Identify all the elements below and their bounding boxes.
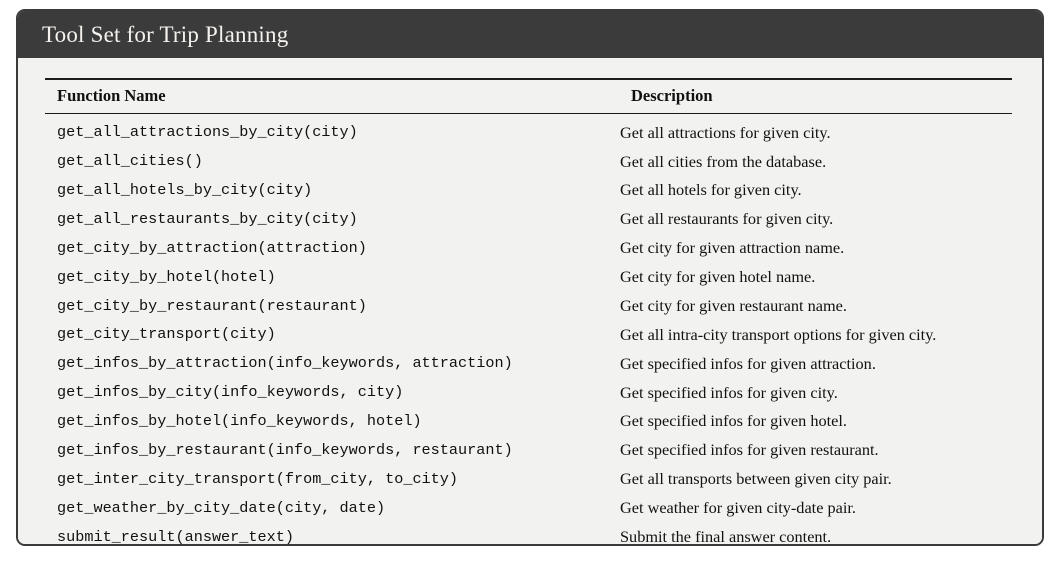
table-body: get_all_attractions_by_city(city) Get al… — [45, 114, 1012, 546]
table-header: Function Name Description — [45, 80, 1012, 113]
function-name-cell: get_city_by_restaurant(restaurant) — [57, 296, 367, 315]
table-top-rule — [45, 78, 1012, 80]
description-cell: Get specified infos for given city. — [620, 382, 838, 402]
description-cell: Get weather for given city-date pair. — [620, 498, 856, 518]
tool-table: Function Name Description — [45, 80, 1012, 113]
table-row: get_all_cities() Get all cities from the… — [45, 147, 1012, 176]
table-row: get_all_attractions_by_city(city) Get al… — [45, 118, 1012, 147]
function-name-cell: get_weather_by_city_date(city, date) — [57, 498, 386, 517]
table-row: get_city_by_restaurant(restaurant) Get c… — [45, 291, 1012, 320]
table-row: get_infos_by_restaurant(info_keywords, r… — [45, 436, 1012, 465]
function-name-cell: get_city_by_hotel(hotel) — [57, 267, 276, 286]
description-cell: Get all attractions for given city. — [620, 122, 831, 142]
function-name-cell: get_infos_by_hotel(info_keywords, hotel) — [57, 412, 422, 431]
table-row: submit_result(answer_text) Submit the fi… — [45, 522, 1012, 546]
description-cell: Get specified infos for given restaurant… — [620, 440, 879, 460]
description-cell: Get all hotels for given city. — [620, 180, 802, 200]
description-cell: Get city for given hotel name. — [620, 267, 816, 287]
function-name-cell: submit_result(answer_text) — [57, 527, 294, 546]
tool-table-body: get_all_attractions_by_city(city) Get al… — [45, 114, 1012, 546]
tool-set-card: Tool Set for Trip Planning Function Name… — [16, 9, 1044, 546]
function-name-cell: get_inter_city_transport(from_city, to_c… — [57, 469, 459, 488]
function-name-cell: get_all_restaurants_by_city(city) — [57, 209, 358, 228]
description-cell: Get all cities from the database. — [620, 151, 827, 171]
card-body: Function Name Description get_all_att — [18, 58, 1042, 544]
description-cell: Get city for given attraction name. — [620, 238, 845, 258]
column-header-function-name: Function Name — [57, 86, 166, 105]
table-row: get_infos_by_city(info_keywords, city) G… — [45, 378, 1012, 407]
tool-table-wrapper: Function Name Description get_all_att — [45, 78, 1012, 546]
table-row: get_all_restaurants_by_city(city) Get al… — [45, 205, 1012, 234]
function-name-cell: get_infos_by_city(info_keywords, city) — [57, 383, 404, 402]
table-header-rule — [45, 113, 1012, 115]
table-row: get_inter_city_transport(from_city, to_c… — [45, 465, 1012, 494]
table-row: get_weather_by_city_date(city, date) Get… — [45, 494, 1012, 523]
function-name-cell: get_city_transport(city) — [57, 325, 276, 344]
description-cell: Get all transports between given city pa… — [620, 469, 892, 489]
table-row: get_city_by_hotel(hotel) Get city for gi… — [45, 263, 1012, 292]
column-header-description: Description — [631, 86, 713, 105]
description-cell: Get city for given restaurant name. — [620, 295, 847, 315]
function-name-cell: get_all_cities() — [57, 152, 203, 171]
table-row: get_city_by_attraction(attraction) Get c… — [45, 234, 1012, 263]
table-row: get_infos_by_attraction(info_keywords, a… — [45, 349, 1012, 378]
description-cell: Submit the final answer content. — [620, 526, 832, 546]
function-name-cell: get_all_hotels_by_city(city) — [57, 181, 313, 200]
table-row: get_infos_by_hotel(info_keywords, hotel)… — [45, 407, 1012, 436]
function-name-cell: get_all_attractions_by_city(city) — [57, 123, 358, 142]
table-row: get_city_transport(city) Get all intra-c… — [45, 320, 1012, 349]
description-cell: Get specified infos for given attraction… — [620, 353, 876, 373]
table-header-row: Function Name Description — [45, 80, 1012, 113]
function-name-cell: get_city_by_attraction(attraction) — [57, 238, 367, 257]
page-title: Tool Set for Trip Planning — [42, 22, 289, 47]
table-row: get_all_hotels_by_city(city) Get all hot… — [45, 176, 1012, 205]
description-cell: Get specified infos for given hotel. — [620, 411, 847, 431]
description-cell: Get all restaurants for given city. — [620, 209, 834, 229]
card-header: Tool Set for Trip Planning — [18, 11, 1042, 58]
function-name-cell: get_infos_by_attraction(info_keywords, a… — [57, 354, 513, 373]
function-name-cell: get_infos_by_restaurant(info_keywords, r… — [57, 440, 513, 459]
description-cell: Get all intra-city transport options for… — [620, 324, 937, 344]
